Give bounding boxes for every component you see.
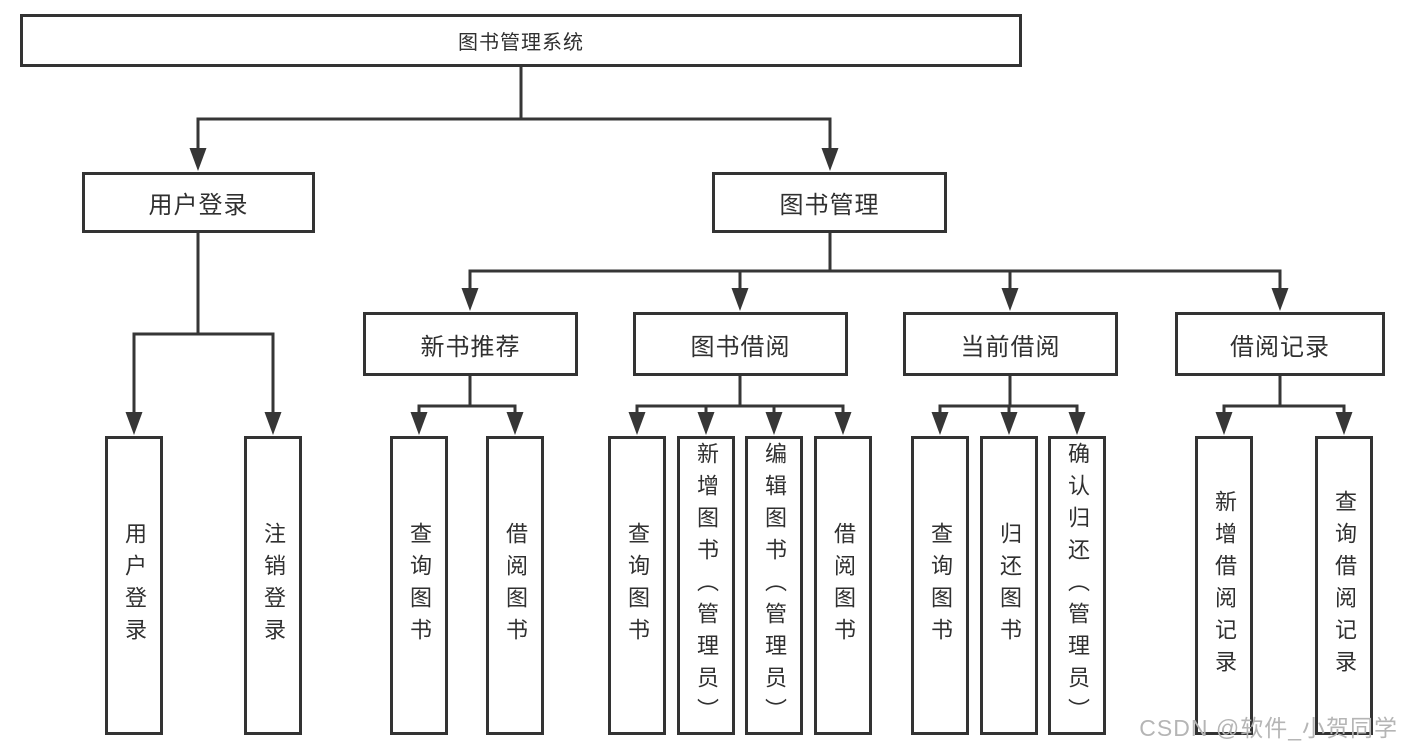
leaf-logout-label: 注销登录 — [261, 521, 286, 650]
leaf-edit-book-admin: 编辑图书（管理员） — [745, 436, 803, 735]
leaf-query-borrow-record-label: 查询借阅记录 — [1332, 489, 1357, 682]
leaf-edit-book-admin-label: 编辑图书（管理员） — [762, 441, 787, 730]
leaf-query-borrow-record: 查询借阅记录 — [1315, 436, 1373, 735]
leaf-return-book-label: 归还图书 — [997, 521, 1022, 650]
node-book-management-label: 图书管理 — [779, 192, 880, 219]
node-borrow-records-label: 借阅记录 — [1230, 333, 1330, 361]
leaf-borrow-books-recommend-label: 借阅图书 — [503, 521, 528, 650]
leaf-return-book: 归还图书 — [980, 436, 1038, 735]
node-book-borrow-label: 图书借阅 — [690, 333, 791, 361]
leaf-borrow-books: 借阅图书 — [814, 436, 872, 735]
leaf-add-borrow-record: 新增借阅记录 — [1195, 436, 1253, 735]
leaf-query-books-current: 查询图书 — [911, 436, 969, 735]
node-user-login-group: 用户登录 — [82, 172, 315, 233]
leaf-add-book-admin-label: 新增图书（管理员） — [694, 441, 719, 730]
node-book-management: 图书管理 — [712, 172, 947, 233]
watermark: CSDN @软件_小贺同学 — [1139, 715, 1398, 741]
leaf-query-books-borrow-label: 查询图书 — [625, 521, 650, 650]
leaf-user-login-label: 用户登录 — [122, 521, 147, 650]
leaf-confirm-return-admin-label: 确认归还（管理员） — [1065, 441, 1090, 730]
node-borrow-records: 借阅记录 — [1175, 312, 1385, 376]
leaf-query-books-current-label: 查询图书 — [928, 521, 953, 650]
leaf-logout: 注销登录 — [244, 436, 302, 735]
node-new-book-recommend-label: 新书推荐 — [420, 333, 521, 361]
node-root-label: 图书管理系统 — [458, 32, 584, 54]
node-book-borrow: 图书借阅 — [633, 312, 848, 376]
node-current-borrow: 当前借阅 — [903, 312, 1118, 376]
leaf-user-login: 用户登录 — [105, 436, 163, 735]
leaf-query-books-borrow: 查询图书 — [608, 436, 666, 735]
leaf-query-books-recommend-label: 查询图书 — [407, 521, 432, 650]
node-new-book-recommend: 新书推荐 — [363, 312, 578, 376]
node-current-borrow-label: 当前借阅 — [960, 333, 1061, 361]
leaf-query-books-recommend: 查询图书 — [390, 436, 448, 735]
leaf-add-book-admin: 新增图书（管理员） — [677, 436, 735, 735]
leaf-add-borrow-record-label: 新增借阅记录 — [1212, 489, 1237, 682]
leaf-borrow-books-label: 借阅图书 — [831, 521, 856, 650]
node-root: 图书管理系统 — [20, 14, 1022, 67]
leaf-borrow-books-recommend: 借阅图书 — [486, 436, 544, 735]
leaf-confirm-return-admin: 确认归还（管理员） — [1048, 436, 1106, 735]
node-user-login-group-label: 用户登录 — [148, 192, 249, 219]
